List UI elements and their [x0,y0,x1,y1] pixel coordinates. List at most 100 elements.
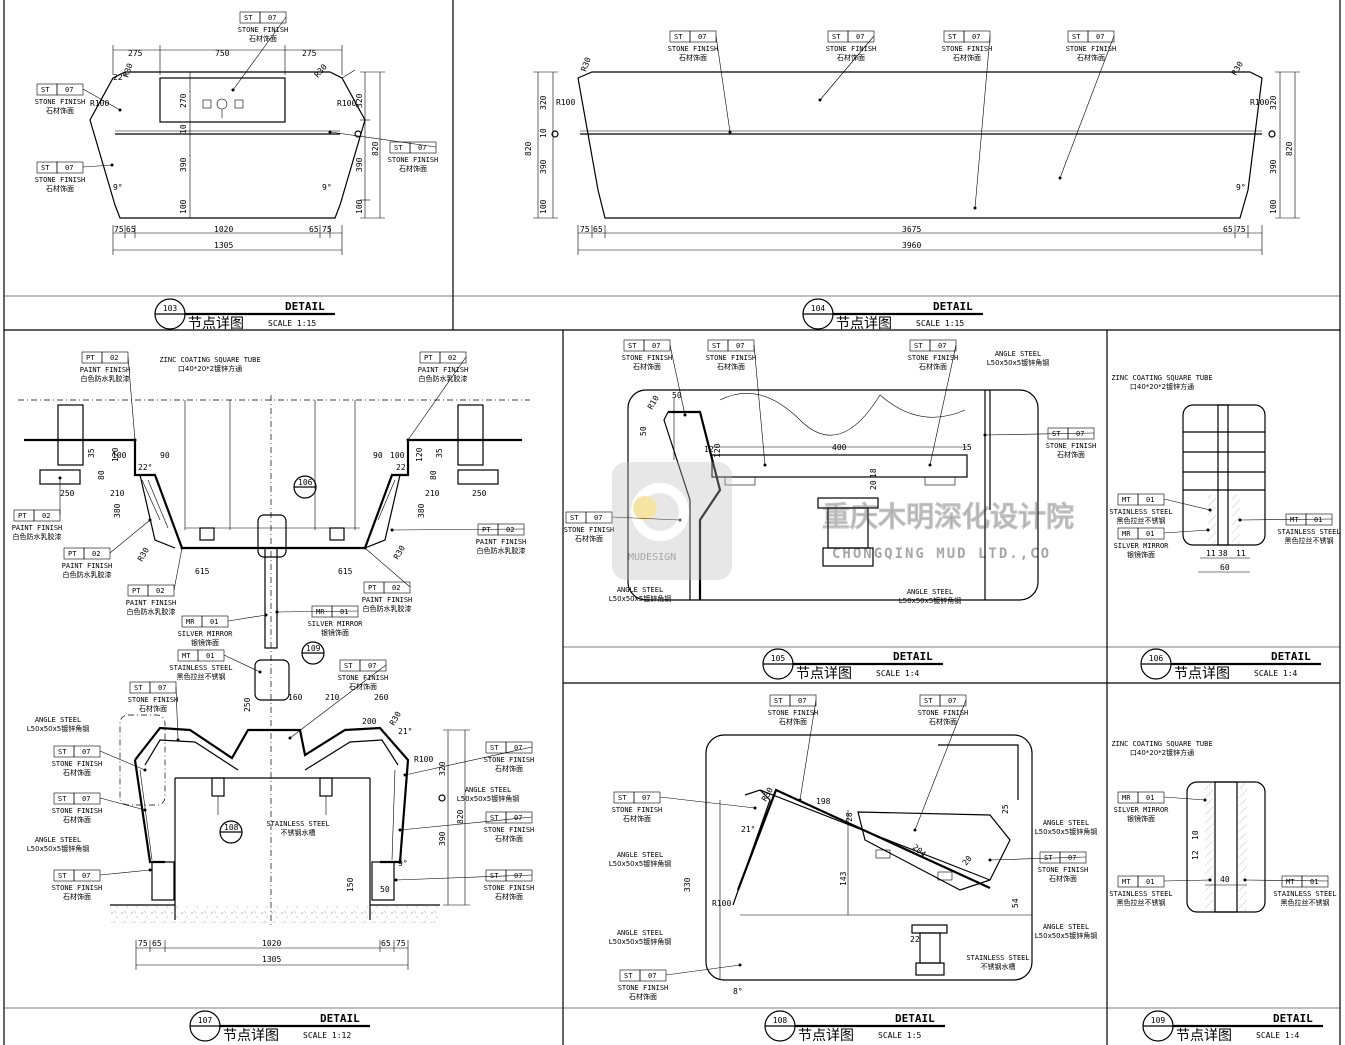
material-code: MT [182,652,191,660]
material-name-cn: 石材饰面 [46,106,74,115]
panel-104-drawing [533,71,1300,255]
dim: 65 [1223,225,1233,234]
material-name-cn: 石材饰面 [63,815,91,824]
panel-109-drawing [1186,781,1266,913]
dim: 615 [338,567,353,576]
dim: 120 [415,447,424,462]
material-name-cn: L50x50x5镀锌角钢 [987,358,1049,367]
panel-scale: SCALE 1:12 [303,1031,351,1040]
dim: 40 [1220,875,1230,884]
dim: 12 [1191,850,1200,860]
callout-108: 108 [224,823,239,832]
material-name-cn: 白色防水乳胶漆 [81,374,130,383]
material-code: PT [482,526,491,534]
dim: 250 [472,489,487,498]
material-number: 07 [698,33,706,41]
dim: 50 [639,426,648,436]
dim: 380 [417,503,426,518]
material-number: 07 [948,697,956,705]
material-name-en: STONE FINISH [668,45,719,53]
panel-number: 106 [1149,654,1164,663]
material-name-cn: 石材饰面 [717,362,745,371]
material-name-cn: 银镜饰面 [1127,814,1155,823]
dim: 9° [113,183,123,192]
material-name-en: PAINT FINISH [80,366,131,374]
dim: 120 [111,447,120,462]
panel-103-dims: 275 750 275 75 65 1020 65 75 1305 270 10… [90,49,380,250]
dim: 80 [429,470,438,480]
panel-title-cn: 节点详图 [223,1028,279,1044]
dim: 3675 [902,225,921,234]
panel-107-drawing [18,395,530,970]
dim: 100 [355,199,364,214]
material-code: ST [490,872,499,880]
dim: 750 [215,49,230,58]
material-code: ST [244,14,253,22]
dim: 65 [309,225,319,234]
material-code: ST [914,342,923,350]
dim: 65 [152,939,162,948]
material-number: 02 [506,526,514,534]
dim: 9° [398,859,408,868]
material-number: 01 [1310,878,1318,886]
dim: 20 [961,854,974,867]
material-code: MR [316,608,325,616]
dim: 400 [832,443,847,452]
material-name-cn: 石材饰面 [1077,53,1105,62]
material-name-cn: L50x50x5镀锌角钢 [27,724,89,733]
material-name-cn: 白色防水乳胶漆 [63,570,112,579]
material-name-en: STAINLESS STEEL [266,820,329,828]
panel-scale: SCALE 1:4 [1256,1031,1300,1040]
dim: 210 [425,489,440,498]
material-code: MT [1290,516,1299,524]
dim: 1305 [214,241,233,250]
material-name-cn: 石材饰面 [929,717,957,726]
material-number: 01 [1314,516,1322,524]
dim: 35 [435,448,444,458]
material-name-cn: 白色防水乳胶漆 [477,546,526,555]
material-number: 07 [652,342,660,350]
panel-title-cn: 节点详图 [836,316,892,332]
dim: 390 [1269,159,1278,174]
material-number: 01 [1146,878,1154,886]
material-name-cn: 石材饰面 [953,53,981,62]
dim: 1020 [214,225,233,234]
dim: 50 [380,885,390,894]
material-name-en: STONE FINISH [618,984,669,992]
material-code: ST [774,697,783,705]
panel-number: 109 [1151,1016,1166,1025]
watermark-en: CHONGQING MUD LTD.,CO [832,546,1051,562]
dim: 65 [593,225,603,234]
panel-title-cn: 节点详图 [1174,666,1230,682]
material-name-en: ANGLE STEEL [617,851,663,859]
material-code: PT [18,512,27,520]
dim: 90 [160,451,170,460]
material-name-en: STONE FINISH [52,807,103,815]
watermark: MUDESIGN 重庆木明深化设计院 CHONGQING MUD LTD.,CO [612,462,1074,580]
material-code: ST [628,342,637,350]
dim: R10 [646,394,661,411]
material-name-en: ZINC COATING SQUARE TUBE [1111,740,1212,748]
dim: R100 [337,99,356,108]
material-code: MT [1122,496,1131,504]
panel-number: 103 [163,304,178,313]
